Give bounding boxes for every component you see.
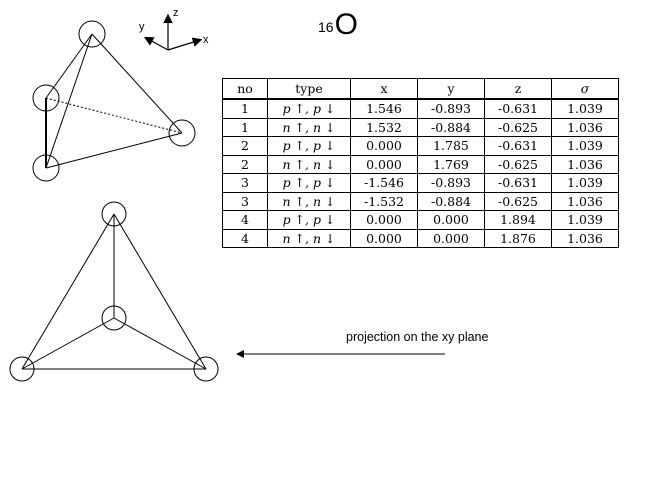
cell-y: 0.000: [417, 210, 485, 230]
cell-x: 0.000: [350, 154, 418, 174]
nucleon-cluster-circle: [32, 154, 60, 182]
cell-x: 1.546: [350, 98, 418, 119]
cell-sigma: 1.036: [551, 191, 619, 211]
cell-no: 4: [222, 210, 268, 230]
header-y: y: [417, 78, 485, 100]
header-no: no: [222, 78, 268, 100]
cell-sigma: 1.039: [551, 136, 619, 156]
cell-y: -0.893: [417, 173, 485, 193]
cell-type: n ↑, n ↓: [267, 228, 351, 248]
cell-z: -0.625: [484, 154, 552, 174]
cell-no: 1: [222, 98, 268, 119]
header-sigma: σ: [551, 78, 619, 100]
axis-label-y: y: [139, 21, 145, 33]
cell-type: n ↑, n ↓: [267, 117, 351, 137]
cell-x: 0.000: [350, 228, 418, 248]
tetrahedron-3d-view: [32, 20, 196, 182]
cell-sigma: 1.039: [551, 173, 619, 193]
cell-sigma: 1.039: [551, 210, 619, 230]
header-z: z: [484, 78, 552, 100]
nucleon-cluster-circle: [9, 356, 35, 382]
cell-no: 2: [222, 136, 268, 156]
cell-x: -1.532: [350, 191, 418, 211]
cell-no: 3: [222, 173, 268, 193]
nucleon-cluster-circle: [101, 305, 127, 331]
cell-no: 2: [222, 154, 268, 174]
projection-caption: projection on the xy plane: [346, 330, 489, 344]
cell-sigma: 1.036: [551, 154, 619, 174]
cell-y: 0.000: [417, 228, 485, 248]
header-type: type: [267, 78, 351, 100]
cell-sigma: 1.036: [551, 228, 619, 248]
cell-z: -0.631: [484, 173, 552, 193]
cell-no: 1: [222, 117, 268, 137]
cell-z: 1.876: [484, 228, 552, 248]
cell-type: p ↑, p ↓: [267, 210, 351, 230]
element-symbol: O: [334, 8, 358, 41]
cell-x: -1.546: [350, 173, 418, 193]
table-header-row: no type x y z σ: [222, 78, 619, 100]
cell-x: 0.000: [350, 210, 418, 230]
cell-z: 1.894: [484, 210, 552, 230]
cell-x: 1.532: [350, 117, 418, 137]
cell-type: p ↑, p ↓: [267, 136, 351, 156]
coordinate-axes-icon: [143, 13, 203, 51]
cell-z: -0.625: [484, 117, 552, 137]
cell-type: p ↑, p ↓: [267, 98, 351, 119]
cell-type: n ↑, n ↓: [267, 191, 351, 211]
nucleon-cluster-circle: [193, 356, 219, 382]
cell-type: n ↑, n ↓: [267, 154, 351, 174]
cell-x: 0.000: [350, 136, 418, 156]
cell-y: -0.893: [417, 98, 485, 119]
header-x: x: [350, 78, 418, 100]
axis-label-x: x: [203, 34, 209, 46]
cell-y: -0.884: [417, 191, 485, 211]
cell-type: p ↑, p ↓: [267, 173, 351, 193]
mass-number: 16: [318, 19, 334, 35]
cell-y: 1.769: [417, 154, 485, 174]
cell-y: -0.884: [417, 117, 485, 137]
tetrahedron-projection-view: [9, 201, 219, 382]
nucleus-title: 16O: [318, 8, 358, 42]
nucleon-cluster-circle: [32, 84, 60, 112]
cell-sigma: 1.036: [551, 117, 619, 137]
cell-y: 1.785: [417, 136, 485, 156]
cell-z: -0.631: [484, 98, 552, 119]
axis-label-z: z: [173, 7, 179, 19]
nucleon-cluster-circle: [168, 119, 196, 147]
cell-z: -0.631: [484, 136, 552, 156]
cell-sigma: 1.039: [551, 98, 619, 119]
cell-no: 3: [222, 191, 268, 211]
cell-no: 4: [222, 228, 268, 248]
nucleon-cluster-circle: [78, 20, 106, 48]
nucleon-cluster-circle: [101, 201, 127, 227]
cell-z: -0.625: [484, 191, 552, 211]
